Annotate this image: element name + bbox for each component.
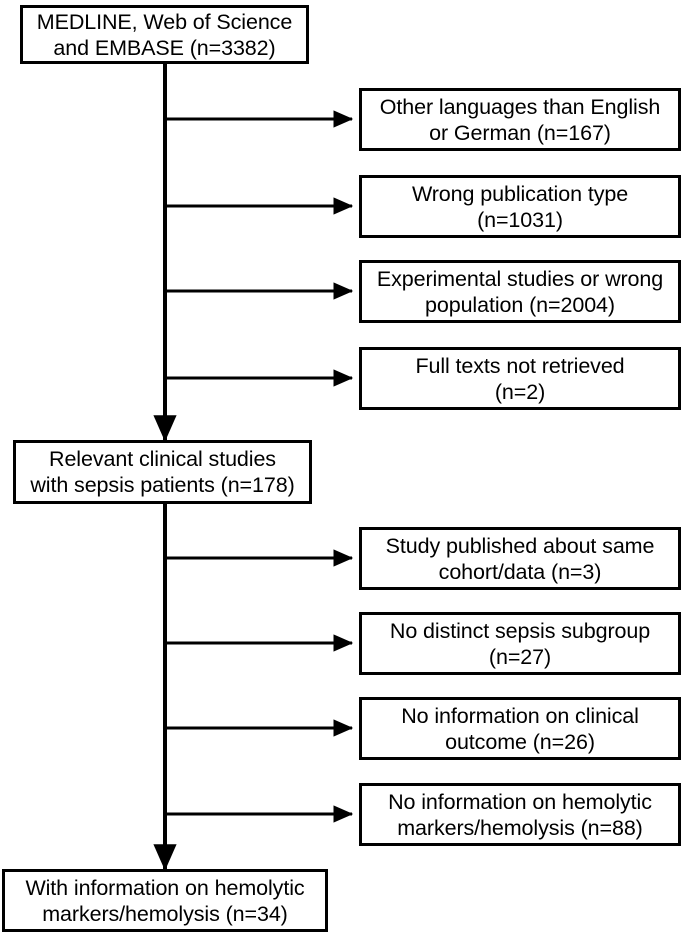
node-exclusion-full-texts-not-retrieved: Full texts not retrieved (n=2) <box>359 347 681 410</box>
node-exclusion-no-distinct-subgroup: No distinct sepsis subgroup (n=27) <box>359 612 681 675</box>
node-exclusion-same-cohort: Study published about same cohort/data (… <box>359 527 681 590</box>
node-relevant-clinical-studies: Relevant clinical studies with sepsis pa… <box>13 440 312 504</box>
node-exclusion-experimental-or-wrong-population: Experimental studies or wrong population… <box>359 260 681 323</box>
node-exclusion-other-languages: Other languages than English or German (… <box>359 88 681 151</box>
node-exclusion-same-cohort-label: Study published about same cohort/data (… <box>385 533 655 584</box>
node-databases-source-label: MEDLINE, Web of Science and EMBASE (n=33… <box>36 9 293 60</box>
node-exclusion-no-clinical-outcome-label: No information on clinical outcome (n=26… <box>401 703 639 754</box>
node-exclusion-experimental-or-wrong-population-label: Experimental studies or wrong population… <box>376 266 664 317</box>
node-exclusion-no-distinct-subgroup-label: No distinct sepsis subgroup (n=27) <box>389 618 651 669</box>
node-exclusion-wrong-publication-type: Wrong publication type (n=1031) <box>359 175 681 238</box>
node-exclusion-wrong-publication-type-label: Wrong publication type (n=1031) <box>411 181 629 232</box>
node-exclusion-full-texts-not-retrieved-label: Full texts not retrieved (n=2) <box>415 353 625 404</box>
node-exclusion-no-hemolytic-markers-label: No information on hemolytic markers/hemo… <box>388 789 652 840</box>
node-included-studies: With information on hemolytic markers/he… <box>2 869 328 932</box>
node-included-studies-label: With information on hemolytic markers/he… <box>25 875 305 926</box>
node-relevant-clinical-studies-label: Relevant clinical studies with sepsis pa… <box>30 447 295 497</box>
node-exclusion-no-hemolytic-markers: No information on hemolytic markers/hemo… <box>359 783 681 846</box>
node-databases-source: MEDLINE, Web of Science and EMBASE (n=33… <box>20 5 309 64</box>
node-exclusion-no-clinical-outcome: No information on clinical outcome (n=26… <box>359 697 681 760</box>
node-exclusion-other-languages-label: Other languages than English or German (… <box>379 94 661 145</box>
